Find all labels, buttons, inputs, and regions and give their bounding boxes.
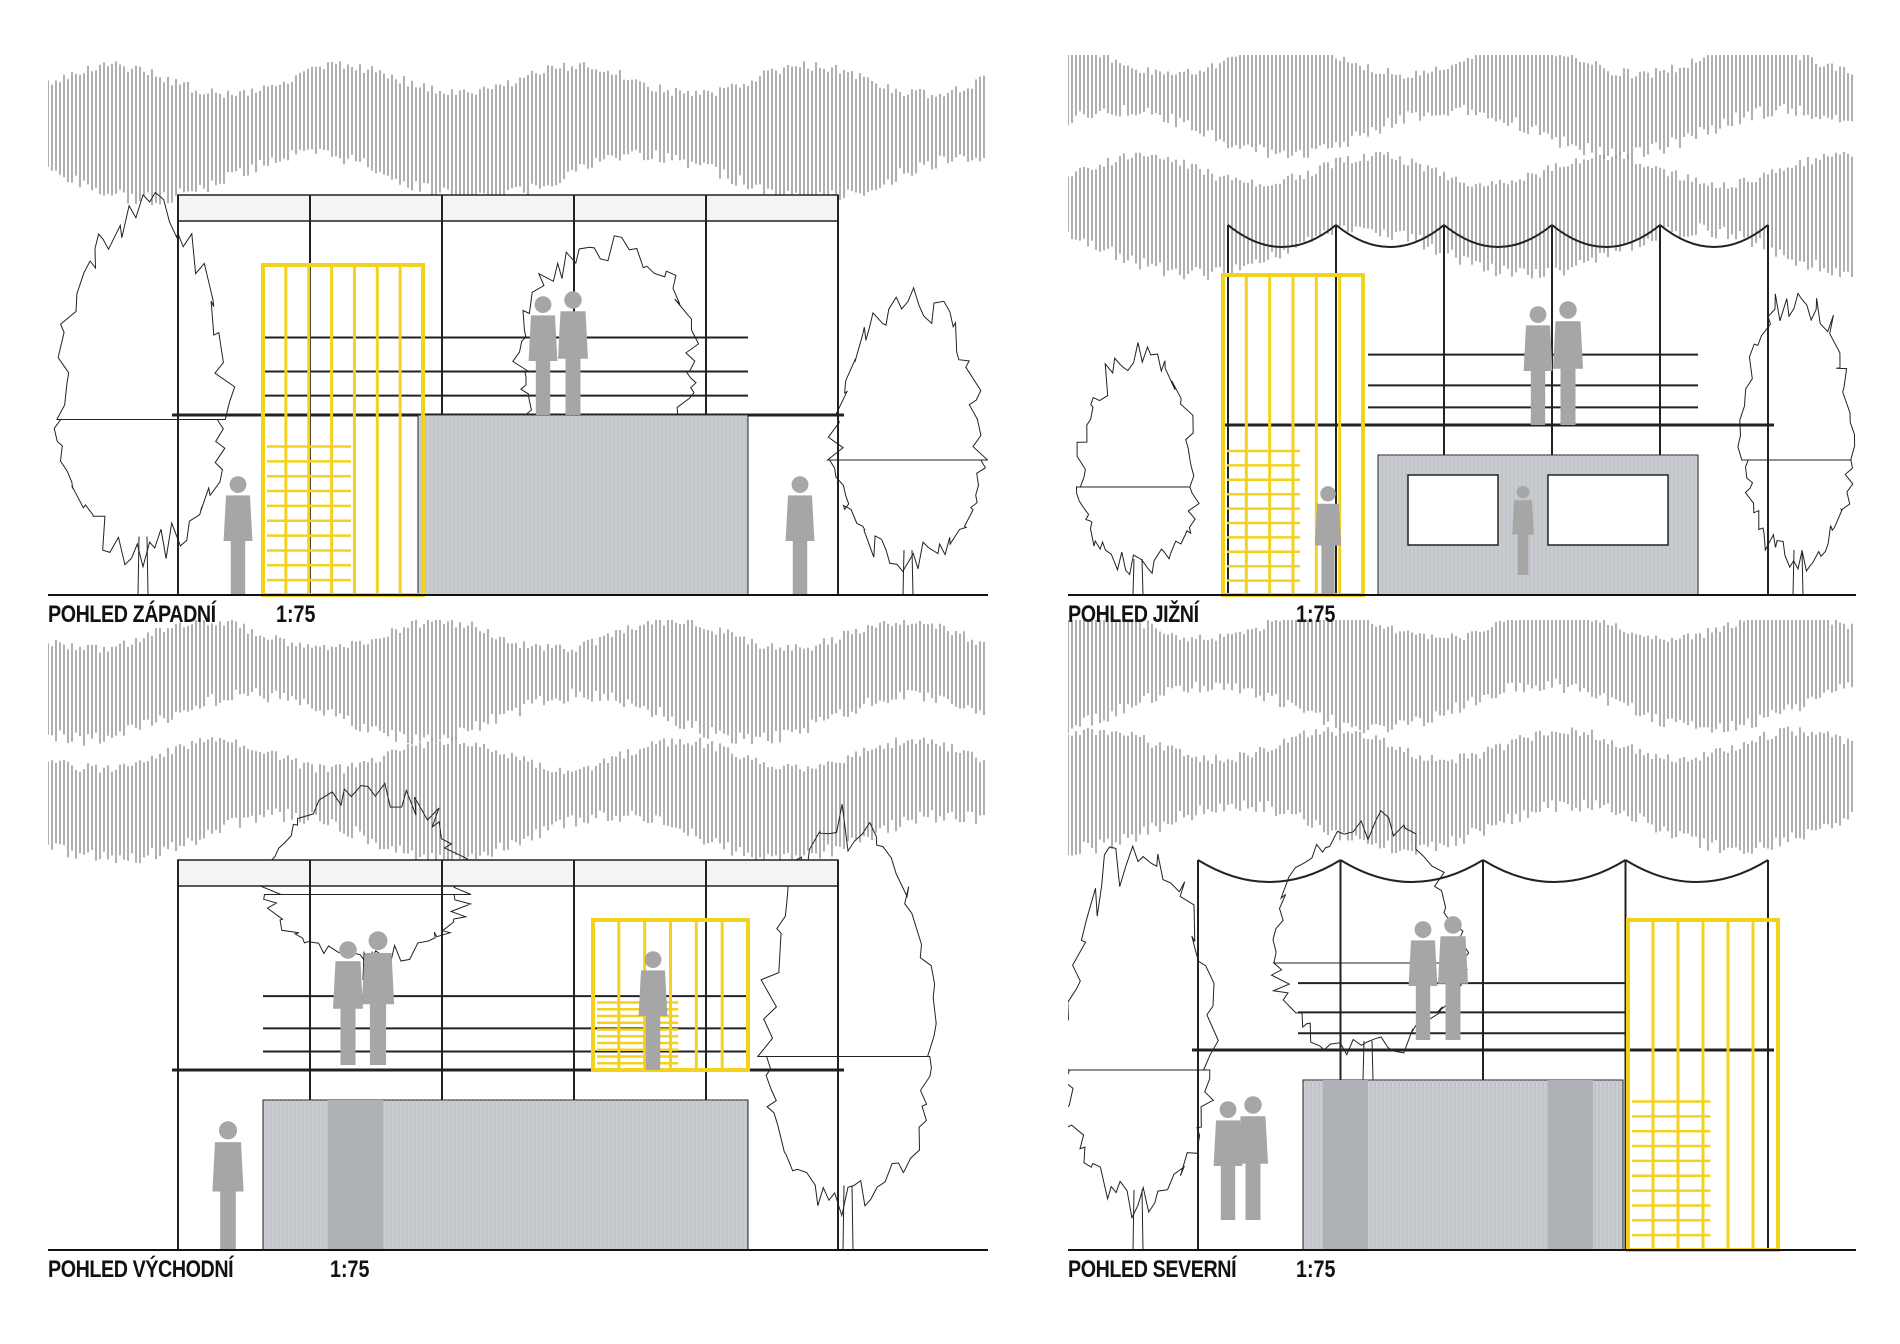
person-body — [1238, 1116, 1268, 1220]
tree-outline-icon — [1075, 292, 1856, 596]
person-head — [1516, 485, 1530, 499]
person-body — [558, 311, 588, 415]
person-head — [339, 941, 357, 959]
elevation-east-drawing — [48, 620, 988, 1251]
tree-trunk — [1792, 549, 1804, 596]
elevation-south: POHLED JIŽNÍ 1:75 — [1068, 55, 1856, 645]
person-head — [368, 931, 388, 951]
view-title: POHLED SEVERNÍ — [1068, 1256, 1237, 1281]
tensile-roof-cable — [1197, 859, 1769, 883]
canopy-hatching — [1068, 151, 1853, 281]
canopy-hatching — [1068, 620, 1853, 734]
person-body — [333, 961, 363, 1065]
person-body — [361, 952, 395, 1065]
elevation-north: POHLED SEVERNÍ 1:75 — [1068, 620, 1856, 1280]
window — [1547, 474, 1669, 546]
person-head — [1244, 1096, 1262, 1114]
tree-trunk — [1132, 1189, 1144, 1251]
person-head — [1320, 486, 1336, 502]
tensile-roof-cable — [1227, 224, 1769, 248]
person-body — [528, 315, 558, 415]
window — [1407, 474, 1499, 546]
canopy-hatching — [1068, 55, 1853, 160]
cladding-panel — [417, 414, 749, 596]
person-body — [223, 495, 253, 595]
door-panel — [1323, 1080, 1368, 1250]
canopy-hatching — [1068, 726, 1853, 856]
person-head — [791, 476, 809, 493]
elevation-west: POHLED ZÁPADNÍ 1:75 — [48, 55, 988, 645]
person-head — [1444, 916, 1462, 934]
view-scale: 1:75 — [330, 1256, 370, 1281]
person-head — [564, 291, 582, 309]
person-body — [638, 970, 668, 1070]
view-scale: 1:75 — [276, 601, 316, 628]
tree-trunk — [1132, 558, 1144, 596]
tree-outline — [756, 804, 937, 1218]
person-silhouette-icon — [1213, 916, 1468, 1220]
person-body — [1438, 936, 1468, 1040]
person-head — [1529, 306, 1547, 323]
tree-trunk — [842, 1185, 854, 1251]
person-silhouette-icon — [1314, 301, 1583, 595]
tree-outline-icon — [1068, 810, 1470, 1251]
roof-beam — [177, 194, 839, 222]
person-silhouette-icon — [223, 291, 815, 595]
person-head — [534, 296, 552, 313]
tree-outline — [53, 191, 236, 569]
view-title: POHLED VÝCHODNÍ — [48, 1256, 234, 1281]
person-body — [1553, 321, 1583, 425]
door-panel — [328, 1100, 383, 1250]
canopy-hatching — [48, 736, 985, 864]
tree-canopy-hatching-icon — [1068, 620, 1853, 856]
person-body — [1523, 325, 1553, 425]
person-silhouette-icon — [212, 931, 668, 1250]
person-head — [218, 1121, 238, 1140]
tree-outline — [1068, 844, 1219, 1220]
building-frame — [172, 194, 844, 597]
person-body — [212, 1142, 244, 1250]
tree-trunk — [1362, 1040, 1374, 1081]
canopy-hatching — [48, 620, 985, 746]
person-body — [1408, 940, 1438, 1040]
view-title: POHLED JIŽNÍ — [1068, 601, 1199, 628]
tree-outline — [1737, 292, 1856, 573]
view-title: POHLED ZÁPADNÍ — [48, 601, 216, 628]
elevation-south-drawing — [1068, 55, 1856, 597]
view-scale: 1:75 — [1296, 1256, 1336, 1281]
building-frame — [1192, 859, 1780, 1252]
person-body — [785, 495, 815, 595]
tree-trunk — [137, 536, 149, 596]
person-head — [1559, 301, 1577, 319]
elevation-west-drawing — [48, 61, 988, 597]
door-panel — [1548, 1080, 1593, 1250]
person-body — [1213, 1120, 1243, 1220]
tree-canopy-hatching-icon — [48, 61, 985, 206]
roof-beam — [177, 859, 839, 887]
tree-trunk — [902, 549, 914, 596]
tree-canopy-hatching-icon — [48, 620, 985, 864]
tree-outline — [258, 782, 473, 967]
person-head — [1414, 921, 1432, 938]
person-body — [1512, 500, 1534, 575]
elevation-north-drawing — [1068, 620, 1856, 1252]
person-head — [1219, 1101, 1237, 1118]
building-frame — [1221, 224, 1774, 597]
tree-outline-icon — [258, 782, 937, 1251]
elevation-east: POHLED VÝCHODNÍ 1:75 — [48, 620, 988, 1280]
person-head — [644, 951, 662, 968]
building-frame — [172, 859, 844, 1251]
person-head — [229, 476, 247, 493]
tree-canopy-hatching-icon — [1068, 55, 1853, 281]
tree-outline — [1075, 342, 1200, 576]
tree-outline — [826, 286, 988, 573]
tree-outline — [1270, 810, 1470, 1056]
person-body — [1314, 503, 1342, 595]
canopy-hatching — [48, 61, 985, 206]
